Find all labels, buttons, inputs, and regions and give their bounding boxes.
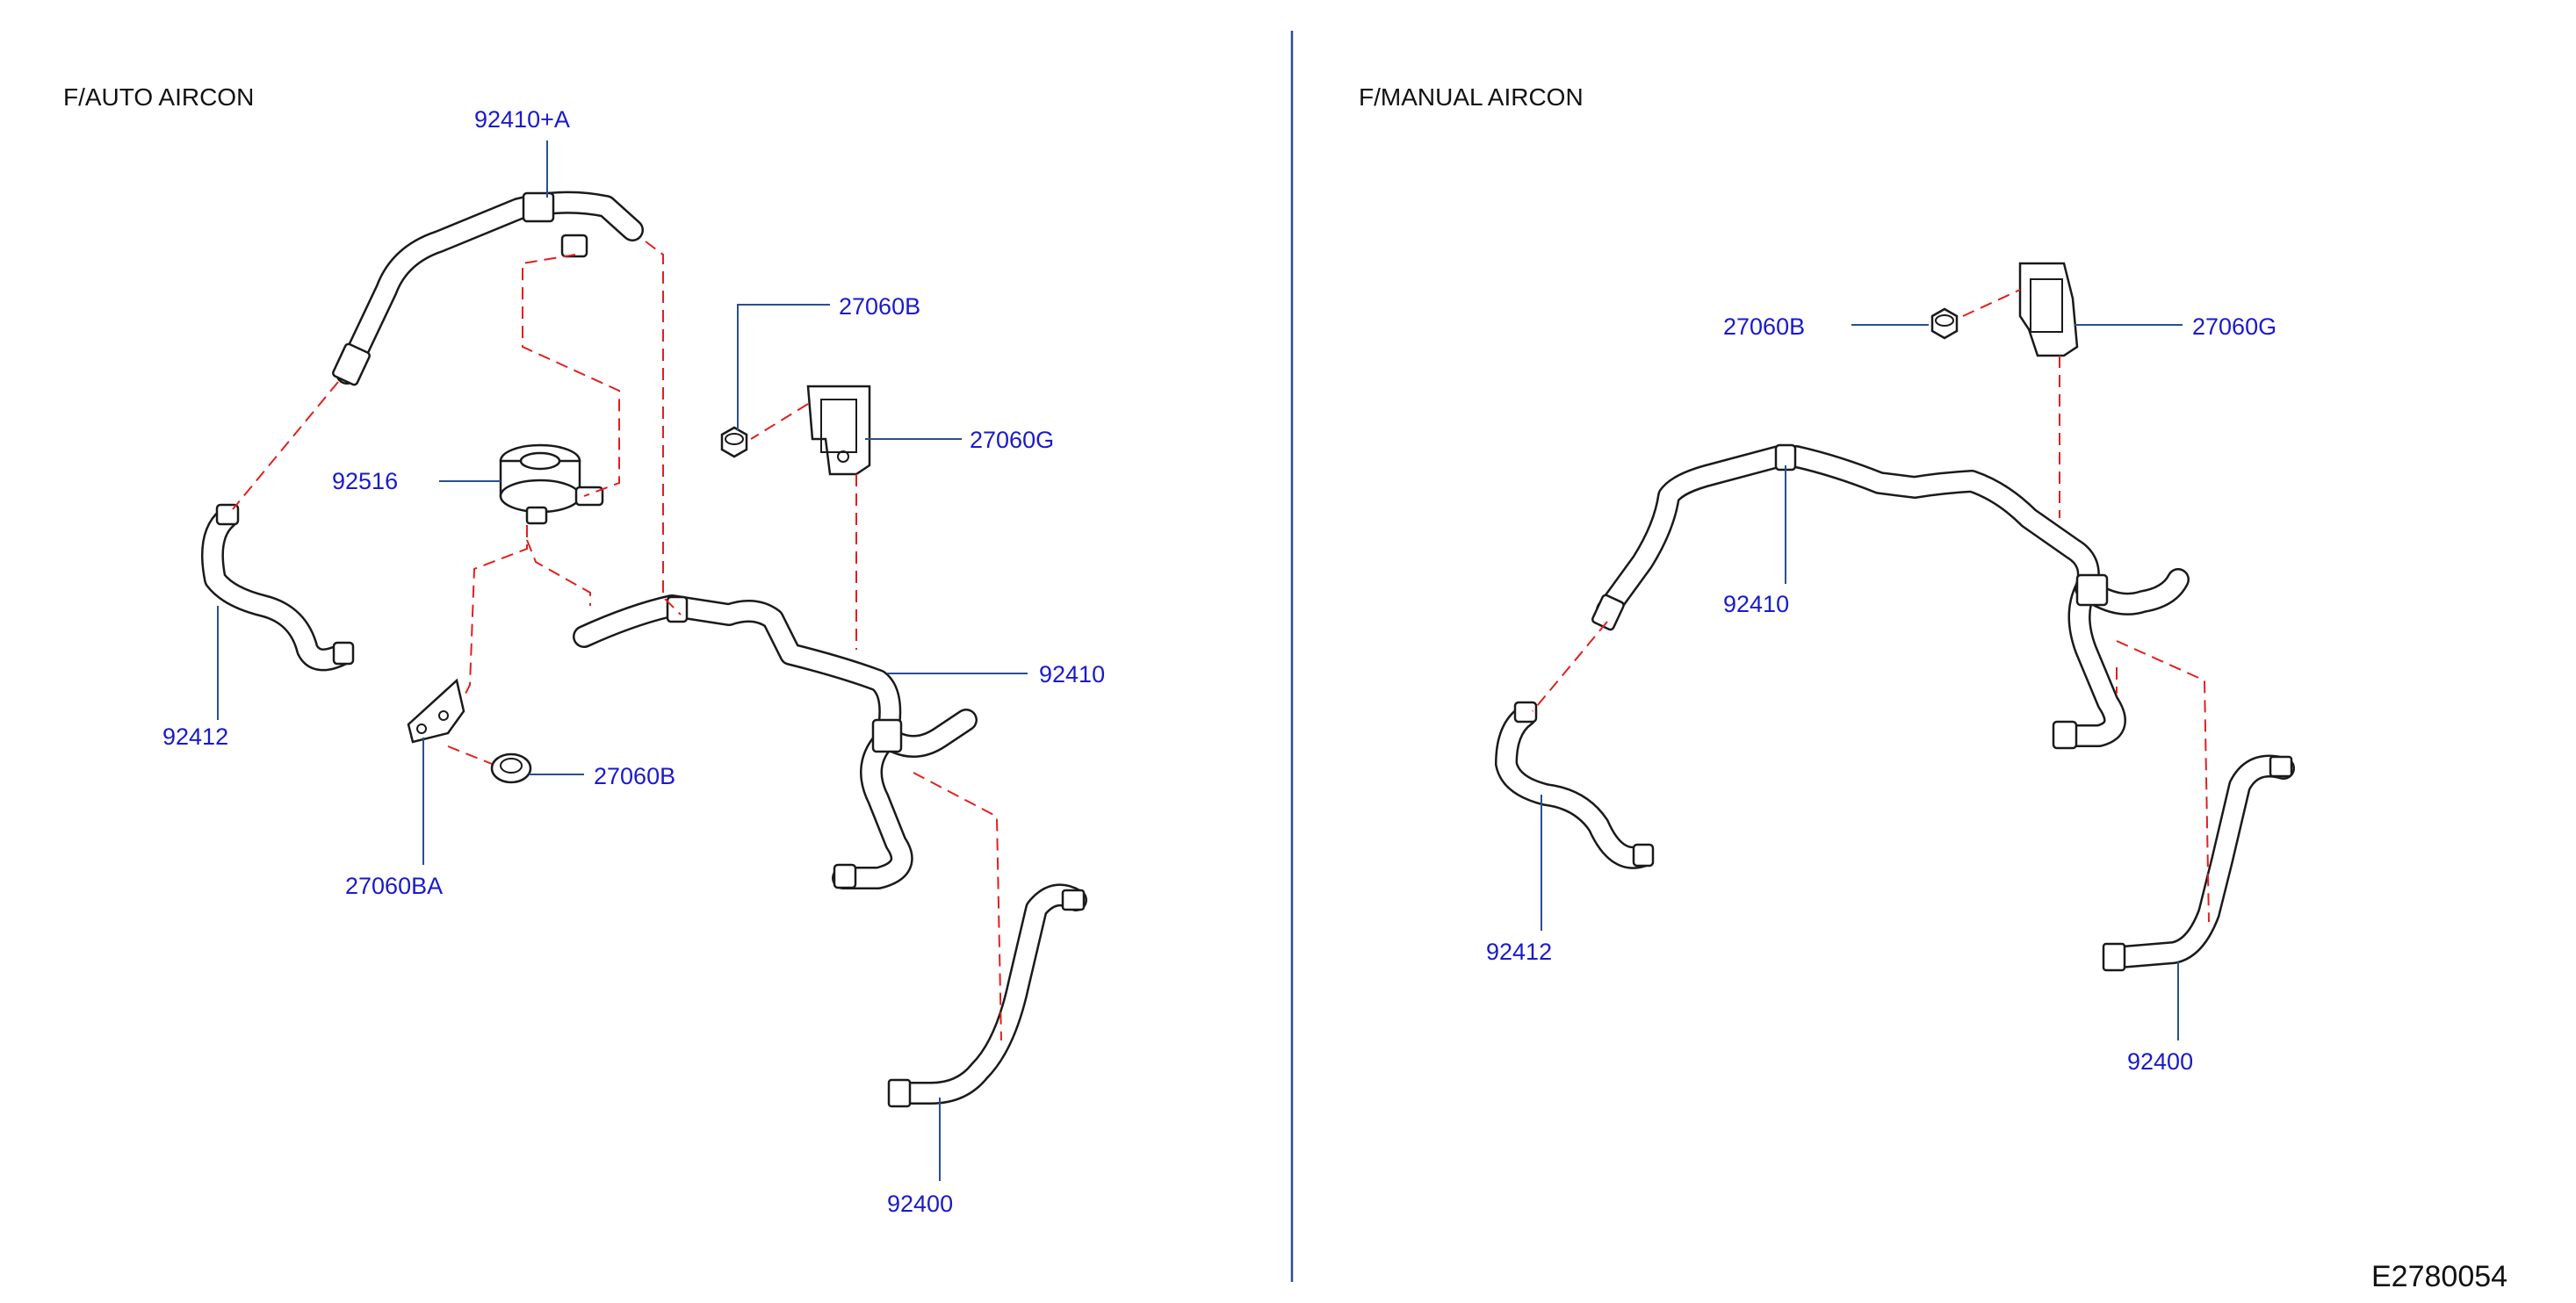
hose-92410-plus-a[interactable] [332, 191, 644, 386]
right-panel: F/MANUAL AIRCON [1359, 83, 2295, 1075]
label-92400: 92400 [887, 1191, 953, 1217]
leaders-left [217, 140, 1028, 1181]
nut-27060b-right[interactable] [1930, 307, 1959, 340]
label-92410-plus-a: 92410+A [474, 106, 570, 133]
left-panel: F/AUTO AIRCON [63, 83, 1105, 1217]
dashed-connectors-right [1532, 289, 2210, 923]
label-27060b-bottom: 27060B [594, 763, 675, 789]
figure-code: E2780054 [2371, 1260, 2507, 1293]
label-92400-right: 92400 [2127, 1048, 2193, 1075]
bracket-27060g-right[interactable] [2018, 262, 2079, 357]
hose-92400[interactable] [887, 883, 1087, 1108]
label-27060g: 27060G [970, 427, 1054, 453]
hose-92410-right[interactable] [1591, 443, 2190, 750]
label-27060b-right: 27060B [1723, 313, 1805, 340]
hose-92400-right[interactable] [2102, 754, 2295, 972]
hose-92412-right[interactable] [1495, 701, 1655, 869]
right-panel-title: F/MANUAL AIRCON [1359, 83, 1584, 111]
nut-27060b-bottom[interactable] [490, 752, 532, 784]
hose-92410[interactable] [573, 594, 978, 889]
label-92412-right: 92412 [1486, 939, 1552, 965]
label-92516: 92516 [332, 468, 398, 494]
bracket-27060ba[interactable] [407, 678, 465, 744]
bracket-27060g[interactable] [806, 385, 871, 476]
label-92412: 92412 [162, 723, 228, 750]
leaders-right [1541, 324, 2183, 1040]
hose-92412[interactable] [201, 503, 355, 672]
label-27060g-right: 27060G [2192, 313, 2277, 340]
valve-92516[interactable] [499, 443, 604, 525]
left-panel-title: F/AUTO AIRCON [63, 83, 254, 111]
label-92410-right: 92410 [1723, 591, 1789, 617]
label-92410: 92410 [1039, 661, 1105, 687]
nut-27060b-top[interactable] [720, 426, 748, 458]
label-27060ba: 27060BA [345, 873, 443, 899]
dashed-connectors-left [232, 241, 1002, 1041]
label-27060b-top: 27060B [839, 293, 920, 320]
